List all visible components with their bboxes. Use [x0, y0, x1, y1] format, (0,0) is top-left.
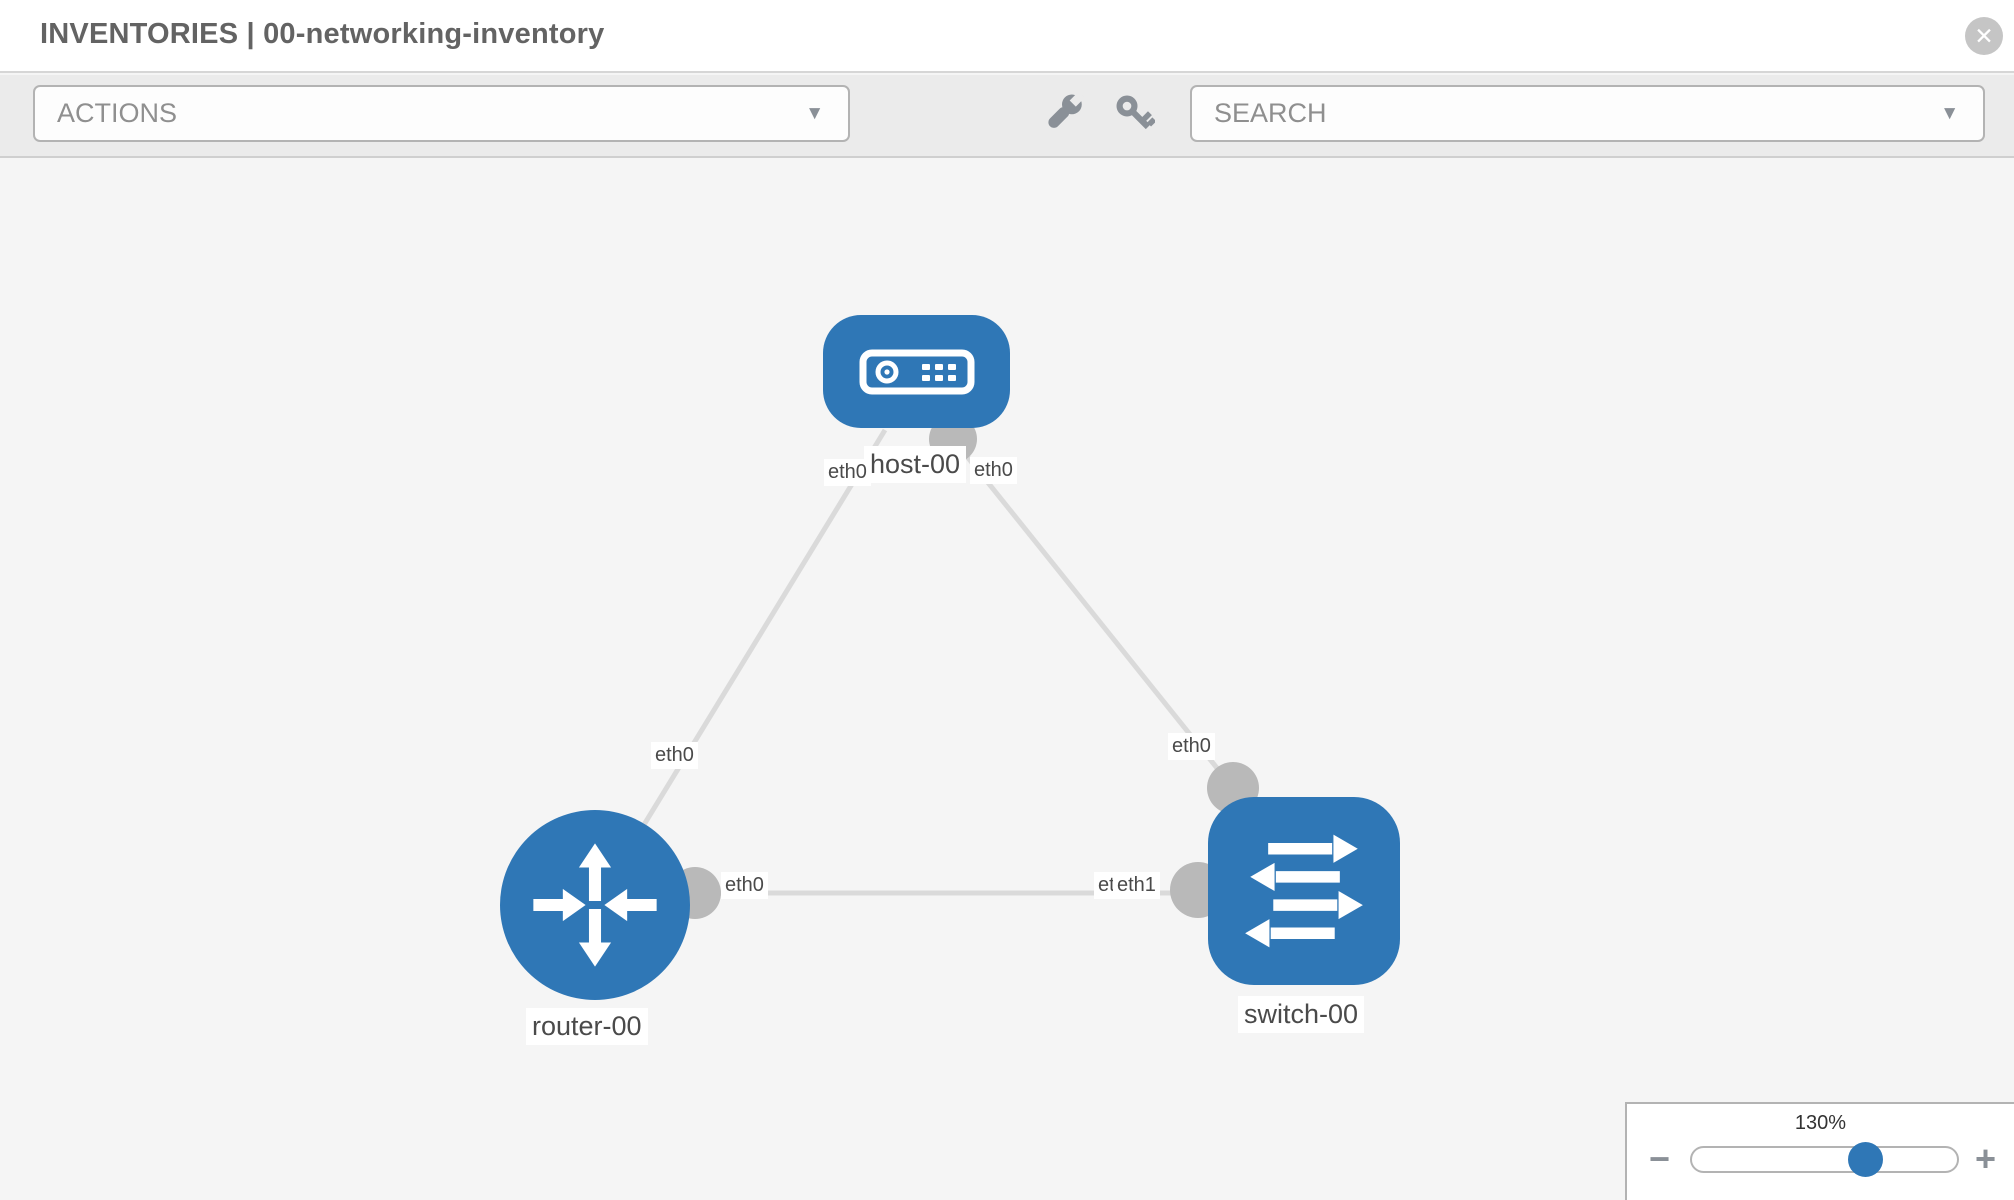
iface-label-router-right: eth0 — [721, 872, 768, 899]
arrows-exchange-icon — [1245, 834, 1363, 948]
iface-label-switch-left: eth1 — [1113, 872, 1160, 899]
zoom-slider-thumb[interactable] — [1848, 1142, 1883, 1177]
iface-label-switch-top: eth0 — [1168, 733, 1215, 760]
links-layer — [592, 415, 1259, 919]
node-label-host: host-00 — [864, 446, 967, 484]
iface-label-host-right: eth0 — [970, 457, 1017, 484]
node-label-router: router-00 — [526, 1008, 648, 1046]
close-icon: ✕ — [1974, 22, 1994, 49]
node-switch-00[interactable] — [1208, 797, 1400, 985]
close-button[interactable]: ✕ — [1965, 17, 2003, 55]
page-title: INVENTORIES | 00-networking-inventory — [40, 18, 605, 50]
zoom-slider-row: − + — [1627, 1140, 2014, 1180]
server-icon — [859, 349, 974, 394]
caret-down-icon: ▼ — [1940, 102, 1959, 124]
search-dropdown[interactable]: SEARCH ▼ — [1190, 85, 1985, 142]
node-label-switch: switch-00 — [1238, 996, 1365, 1034]
search-dropdown-label: SEARCH — [1214, 98, 1327, 128]
zoom-widget: 130% − + — [1625, 1102, 2014, 1200]
topology-canvas[interactable]: host-00 router-00 switch-00 eth0 eth0 et… — [0, 160, 2014, 1200]
node-host-00[interactable] — [823, 315, 1010, 428]
toolbar: ACTIONS ▼ SEAR — [0, 75, 2014, 158]
plus-icon: + — [1974, 1138, 1996, 1179]
link-host-switch[interactable] — [951, 437, 1235, 790]
tools-button[interactable] — [1043, 89, 1091, 137]
credentials-button[interactable] — [1110, 89, 1158, 137]
key-icon — [1116, 95, 1155, 130]
minus-icon: − — [1649, 1138, 1671, 1179]
zoom-value: 130% — [1794, 1112, 1847, 1134]
zoom-slider-track[interactable] — [1690, 1142, 1959, 1177]
actions-dropdown[interactable]: ACTIONS ▼ — [33, 85, 850, 142]
wrench-icon — [1048, 92, 1085, 128]
zoom-in-button[interactable]: + — [1975, 1140, 1996, 1178]
arrows-cross-icon — [533, 843, 657, 967]
actions-dropdown-label: ACTIONS — [57, 98, 178, 128]
node-router-00[interactable] — [500, 810, 690, 1000]
caret-down-icon: ▼ — [805, 102, 824, 124]
zoom-out-button[interactable]: − — [1649, 1140, 1670, 1178]
header-bar: INVENTORIES | 00-networking-inventory ✕ — [0, 0, 2014, 73]
iface-label-host-left: eth0 — [824, 459, 871, 486]
iface-label-router-top: eth0 — [651, 742, 698, 769]
